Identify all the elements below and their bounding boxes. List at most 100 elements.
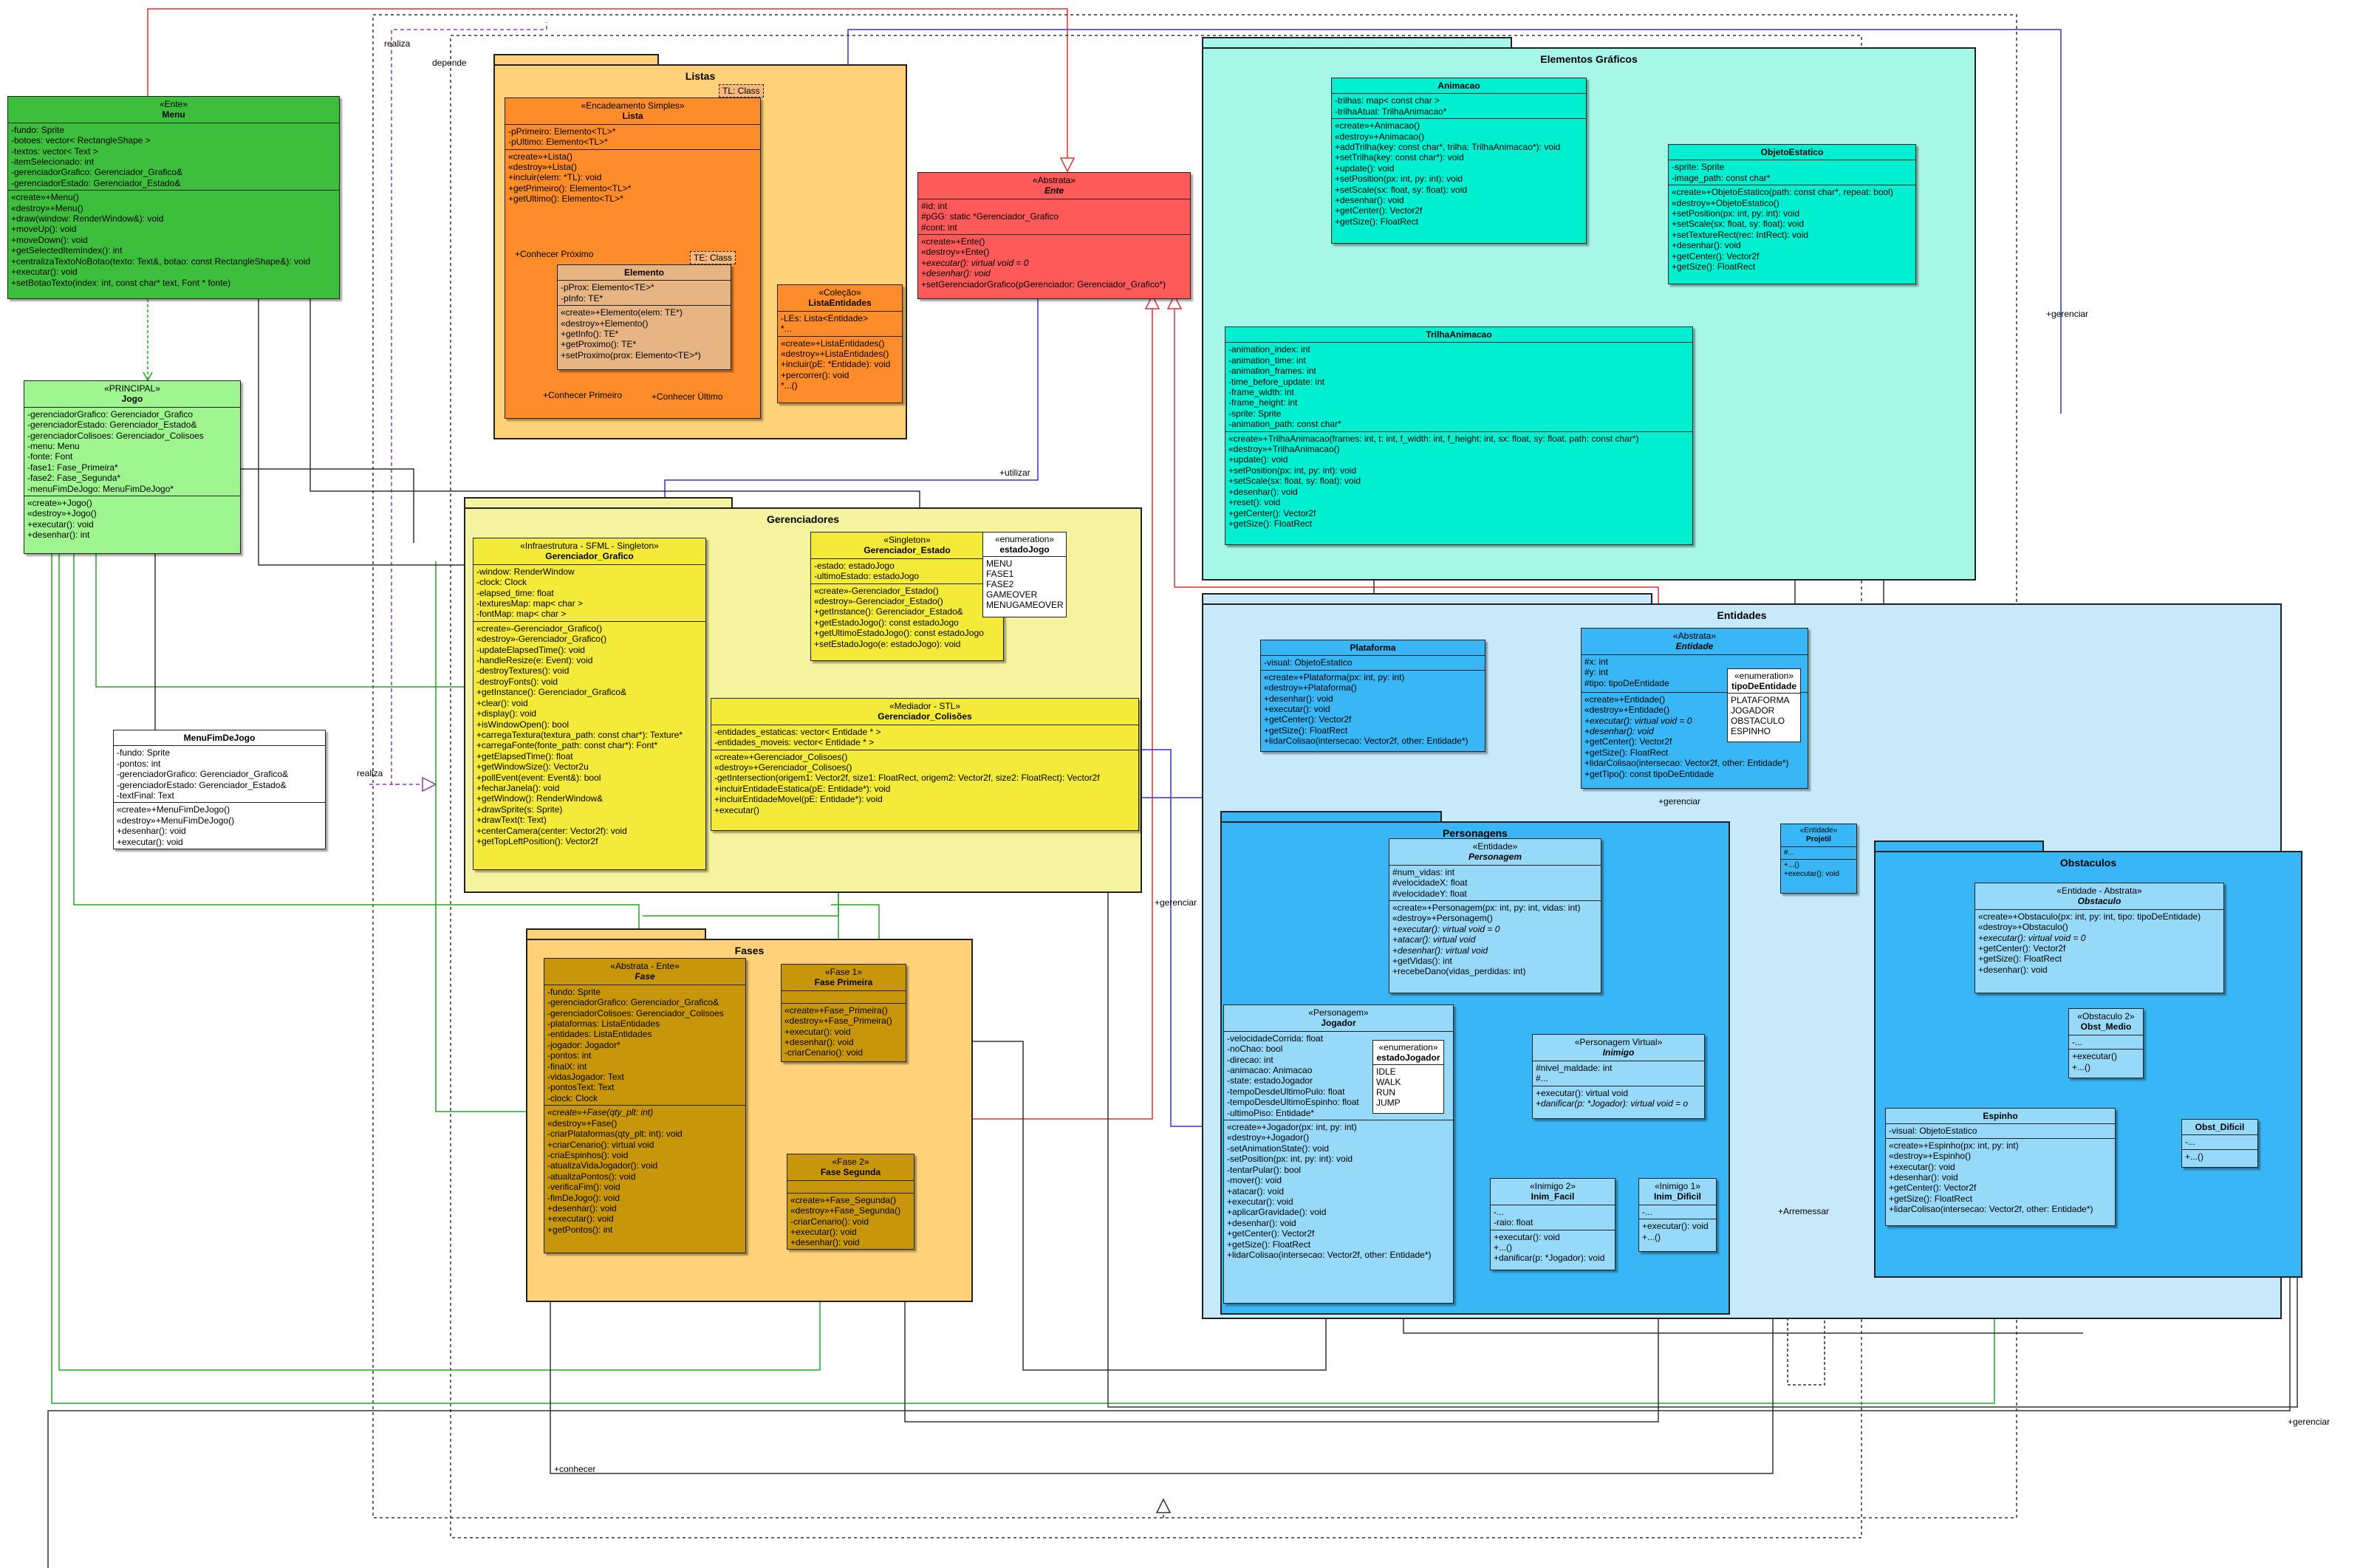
operation: «create»+Gerenciador_Colisoes() <box>714 751 848 762</box>
enum-value: PLATAFORMA <box>1731 695 1790 705</box>
class-jogo[interactable]: «PRINCIPAL»Jogo -gerenciadorGrafico: Ger… <box>24 380 241 554</box>
class-fase-primeira[interactable]: «Fase 1»Fase Primeira «create»+Fase_Prim… <box>781 964 906 1062</box>
operation: +setScale(sx: float, sy: float): void <box>1228 476 1361 487</box>
attribute: #velocidadeY: float <box>1392 888 1467 899</box>
operation: +recebeDano(vidas_perdidas: int) <box>1392 966 1526 977</box>
operation: +lidarColisao(intersecao: Vector2f, othe… <box>1584 758 1789 769</box>
operation: +getSize(): FloatRect <box>1889 1193 1973 1204</box>
package-title: Gerenciadores <box>766 513 840 525</box>
operation: «destroy»+Fase_Primeira() <box>784 1016 892 1027</box>
class-personagem[interactable]: «Entidade»Personagem #num_vidas: int#vel… <box>1389 838 1601 993</box>
class-fase[interactable]: «Abstrata - Ente»Fase -fundo: Sprite-ger… <box>544 958 746 1253</box>
class-trilha-animacao[interactable]: TrilhaAnimacao -animation_index: int-ani… <box>1225 326 1693 545</box>
class-name: Fase <box>635 971 655 982</box>
class-inimigo[interactable]: «Personagem Virtual»Inimigo #nivel_malda… <box>1532 1034 1705 1119</box>
attribute: -gerenciadorColisoes: Gerenciador_Coliso… <box>547 1007 724 1018</box>
operation: +lidarColisao(intersecao: Vector2f, othe… <box>1264 736 1469 747</box>
attribute: -gerenciadorEstado: Gerenciador_Estado& <box>27 420 197 431</box>
attributes: -estado: estadoJogo-ultimoEstado: estado… <box>811 559 1003 584</box>
connector-label: realiza <box>357 768 383 778</box>
class-elemento[interactable]: Elemento -pProx: Elemento<TE>*-pInfo: TE… <box>557 264 731 370</box>
attributes: -fundo: Sprite-botoes: vector< Rectangle… <box>8 123 339 191</box>
assoc-label: +Conhecer Próximo <box>515 249 594 259</box>
class-inim-dificil[interactable]: «Inimigo 1»Inim_Dificil -... +executar()… <box>1638 1178 1717 1252</box>
operation: +desenhar(): void <box>921 268 991 279</box>
operation: +moveUp(): void <box>11 224 77 235</box>
operation: -updateElapsedTime(): void <box>476 644 585 655</box>
attribute: -... <box>2072 1036 2082 1047</box>
operations: «create»-Gerenciador_Estado()«destroy»-G… <box>811 584 1003 651</box>
connector-label: realiza <box>384 38 411 49</box>
attribute: -gerenciadorEstado: Gerenciador_Estado& <box>11 177 181 188</box>
operation: «destroy»+Personagem() <box>1392 913 1493 924</box>
package-title: Personagens <box>1443 827 1508 839</box>
attribute: -itemSelecionado: int <box>11 157 95 168</box>
operation: -destroyTextures(): void <box>476 665 570 677</box>
operations: «create»+Fase_Segunda()«destroy»+Fase_Se… <box>787 1194 914 1250</box>
class-fase-segunda[interactable]: «Fase 2»Fase Segunda «create»+Fase_Segun… <box>787 1154 914 1250</box>
class-gerenciador-estado[interactable]: «Singleton»Gerenciador_Estado -estado: e… <box>810 532 1004 661</box>
attribute: #velocidadeX: float <box>1392 877 1468 889</box>
class-obst-medio[interactable]: «Obstaculo 2»Obst_Medio -... +executar()… <box>2068 1008 2144 1078</box>
operations: «create»+Animacao()«destroy»+Animacao()+… <box>1332 119 1586 228</box>
operation: +getUltimoEstadoJogo(): const estadoJogo <box>814 628 984 639</box>
operation: «create»+Ente() <box>921 236 985 247</box>
class-projetil[interactable]: «Entidade»Projetil #... +...()+executar(… <box>1780 824 1857 894</box>
operation: +setScale(sx: float, sy: float): void <box>1335 184 1468 195</box>
operation: +getSize(): FloatRect <box>1228 518 1313 529</box>
operation: +reset(): void <box>1228 497 1281 508</box>
operations: «create»+Fase_Primeira()«destroy»+Fase_P… <box>782 1004 906 1060</box>
operation: +centerCamera(center: Vector2f): void <box>476 825 627 836</box>
class-name: Projetil <box>1806 835 1831 843</box>
attributes: -velocidadeCorrida: float-noChao: bool-d… <box>1224 1032 1453 1121</box>
operation: +update(): void <box>1228 454 1288 465</box>
class-name: Jogo <box>121 394 143 405</box>
operation: -verificaFim(): void <box>547 1182 620 1193</box>
attribute: -velocidadeCorrida: float <box>1227 1033 1324 1044</box>
operation: +desenhar(): virtual void <box>1392 945 1488 956</box>
operation: +executar(): void <box>547 1213 614 1225</box>
attribute: -entidades: ListaEntidades <box>547 1029 652 1040</box>
operation: «create»+Elemento(elem: TE*) <box>561 307 683 318</box>
operation: +setBotaoTexto(index: int, const char* t… <box>11 277 231 288</box>
class-plataforma[interactable]: Plataforma -visual: ObjetoEstatico «crea… <box>1260 640 1485 752</box>
operation: +executar() <box>2072 1051 2118 1062</box>
operation: +executar(): void <box>11 267 78 278</box>
operation: +isWindowOpen(): bool <box>476 719 570 730</box>
class-menu-fim-de-jogo[interactable]: MenuFimDeJogo -fundo: Sprite-pontos: int… <box>113 730 326 849</box>
package-tab-entidades <box>1202 593 1652 605</box>
operation: +desenhar(): void <box>1264 693 1333 704</box>
class-name: Lista <box>622 111 643 122</box>
class-obstaculo[interactable]: «Entidade - Abstrata»Obstaculo «create»+… <box>1974 883 2224 993</box>
class-name: ObjetoEstatico <box>1760 147 1824 157</box>
attribute: #y: int <box>1584 667 1609 678</box>
attributes: -sprite: Sprite-image_path: const char* <box>1669 160 1915 186</box>
class-ente[interactable]: «Abstrata»Ente #id: int#pGG: static *Ger… <box>917 172 1191 299</box>
attribute: -texturesMap: map< char > <box>476 598 584 609</box>
attribute: -visual: ObjetoEstatico <box>1889 1126 1977 1137</box>
attribute: -tempoDesdeUltimoPulo: float <box>1227 1086 1345 1097</box>
package-tab-listas <box>493 54 659 66</box>
package-title: Elementos Gráficos <box>1540 53 1638 65</box>
class-lista-entidades[interactable]: «Coleção»ListaEntidades -LEs: Lista<Enti… <box>777 284 903 403</box>
class-jogador[interactable]: «Personagem»Jogador -velocidadeCorrida: … <box>1223 1004 1454 1304</box>
class-inim-facil[interactable]: «Inimigo 2»Inim_Facil -...-raio: float +… <box>1490 1178 1615 1270</box>
operations: «create»+Entidade()«destroy»+Entidade()+… <box>1582 693 1808 781</box>
enum-value: GAMEOVER <box>986 589 1038 600</box>
operation: +getTipo(): const tipoDeEntidade <box>1584 768 1714 779</box>
operations: +executar()+...() <box>2069 1050 2143 1074</box>
class-name: Animacao <box>1437 81 1480 91</box>
operation: -getIntersection(origem1: Vector2f, size… <box>714 773 1100 784</box>
class-gerenciador-grafico[interactable]: «Infraestrutura - SFML - Singleton»Geren… <box>473 538 706 870</box>
class-animacao[interactable]: Animacao -trilhas: map< const char >-tri… <box>1331 78 1587 244</box>
operations: +...()+executar(): void <box>1781 860 1856 880</box>
class-espinho[interactable]: Espinho -visual: ObjetoEstatico «create»… <box>1885 1108 2116 1226</box>
class-menu[interactable]: «Ente»Menu -fundo: Sprite-botoes: vector… <box>7 96 340 299</box>
attribute: -raio: float <box>1494 1217 1534 1228</box>
class-gerenciador-colisoes[interactable]: «Mediador - STL»Gerenciador_Colisões -en… <box>711 698 1139 831</box>
operation: «create»+ListaEntidades() <box>781 338 885 349</box>
class-obst-dificil[interactable]: Obst_Dificil -... +...() <box>2181 1119 2258 1168</box>
attribute: -clock: Clock <box>547 1092 598 1103</box>
class-name: Obstaculo <box>2077 896 2121 907</box>
class-objeto-estatico[interactable]: ObjetoEstatico -sprite: Sprite-image_pat… <box>1668 144 1916 284</box>
